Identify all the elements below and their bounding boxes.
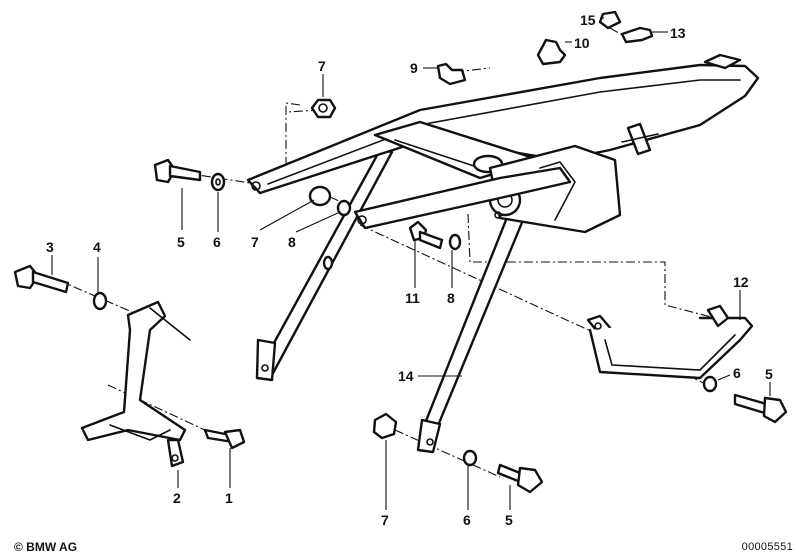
callout-8-mid: 8 bbox=[288, 234, 296, 250]
callout-7-mid: 7 bbox=[251, 234, 259, 250]
callout-8-right: 8 bbox=[447, 290, 455, 306]
callout-7-top: 7 bbox=[318, 58, 326, 74]
callout-15: 15 bbox=[580, 12, 596, 28]
fasteners bbox=[13, 10, 788, 494]
callout-1: 1 bbox=[225, 490, 233, 506]
callout-5-bottom: 5 bbox=[505, 512, 513, 528]
callout-5-right: 5 bbox=[765, 366, 773, 382]
leader-lines bbox=[51, 17, 771, 510]
callout-6-right: 6 bbox=[733, 365, 741, 381]
callout-3: 3 bbox=[46, 239, 54, 255]
document-id: 00005551 bbox=[741, 541, 793, 553]
callout-7-bottom: 7 bbox=[381, 512, 389, 528]
callout-6-bottom: 6 bbox=[463, 512, 471, 528]
callout-10: 10 bbox=[574, 35, 590, 51]
callout-4: 4 bbox=[93, 239, 101, 255]
callouts: 15 13 10 9 7 5 6 7 8 3 4 11 8 12 14 6 5 … bbox=[46, 12, 773, 528]
callout-11: 11 bbox=[405, 290, 420, 306]
callout-14: 14 bbox=[398, 368, 414, 384]
callout-13: 13 bbox=[670, 25, 686, 41]
callout-6-left: 6 bbox=[213, 234, 221, 250]
callout-12: 12 bbox=[733, 274, 749, 290]
callout-2: 2 bbox=[173, 490, 181, 506]
copyright-text: © BMW AG bbox=[14, 540, 78, 554]
callout-5-left: 5 bbox=[177, 234, 185, 250]
rear-frame bbox=[246, 53, 760, 454]
callout-9: 9 bbox=[410, 60, 418, 76]
